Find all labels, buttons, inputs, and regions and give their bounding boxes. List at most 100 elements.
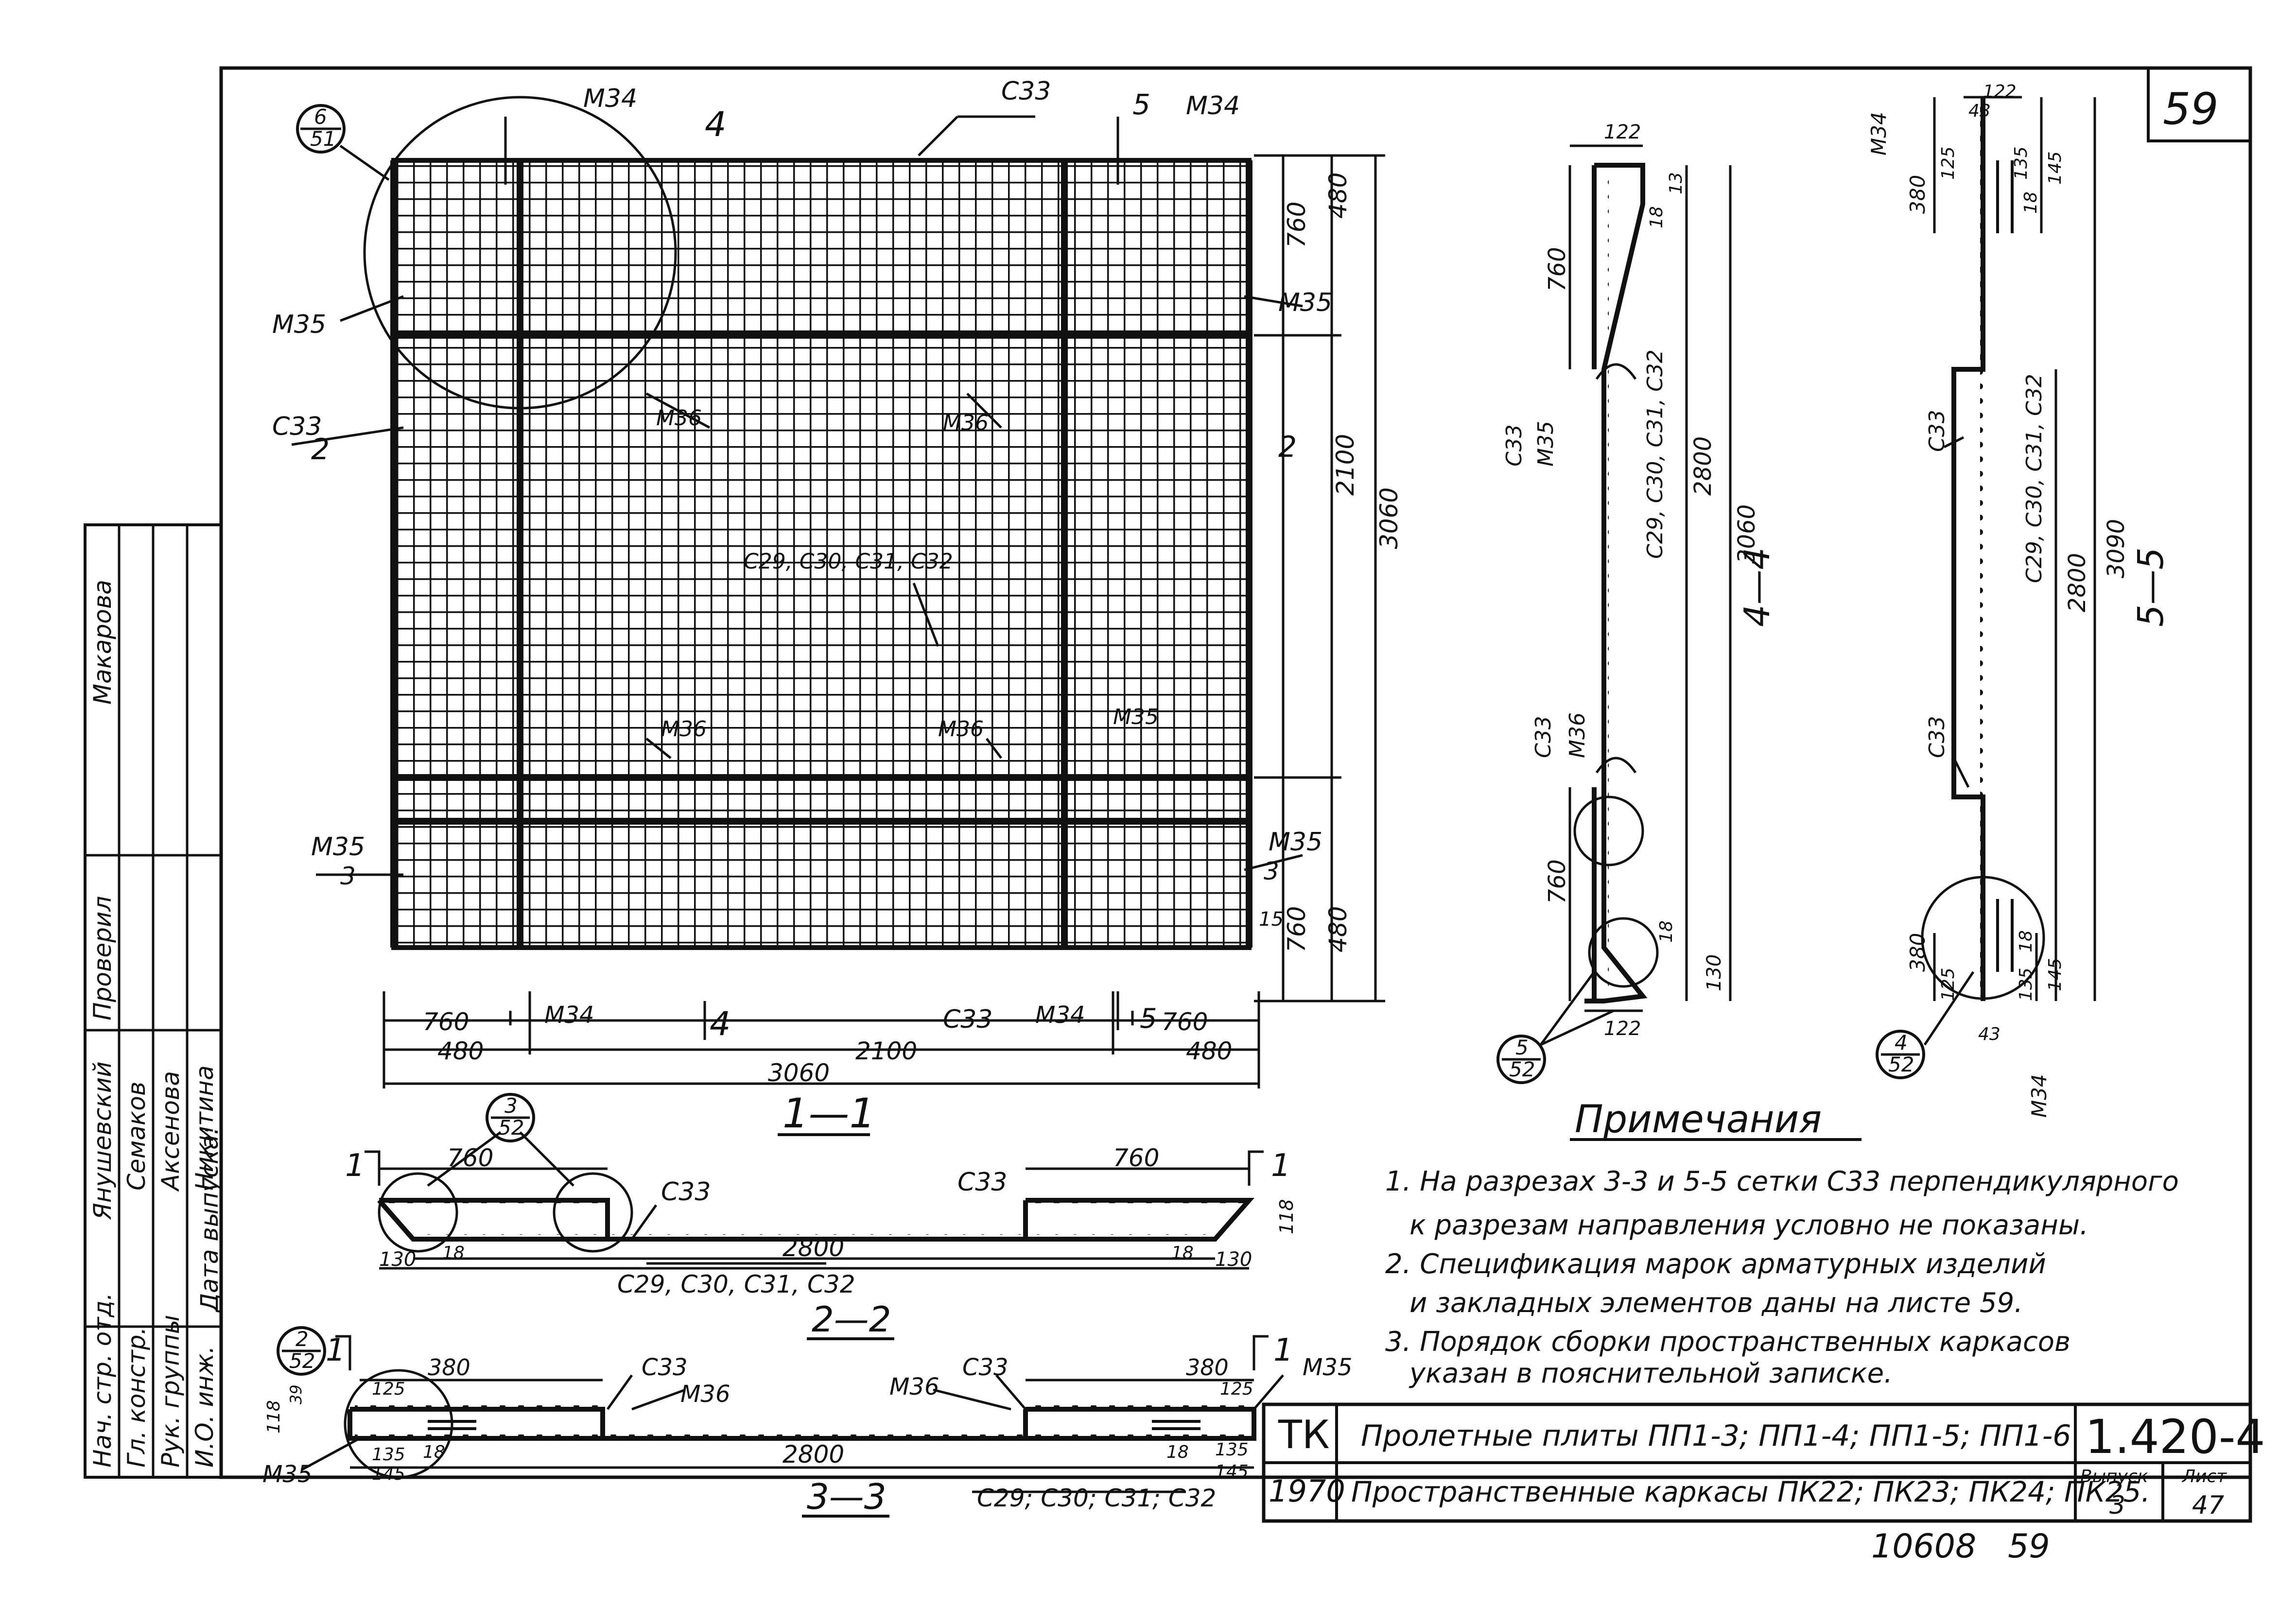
mesh-label: С29; С30; С31; С32 [977, 1484, 1216, 1512]
dimension: 15 [1259, 908, 1284, 931]
stamp-name: Никитина [191, 1065, 219, 1191]
dimension: 135 [2016, 968, 2036, 1001]
dimension: 135 [372, 1445, 405, 1465]
dimension: 760 [1283, 906, 1311, 952]
c33-label: С33 [1502, 424, 1527, 467]
dimension: 380 [428, 1354, 470, 1381]
dimension: 18 [1647, 206, 1667, 228]
section-title: 2—2 [812, 1299, 891, 1340]
dimension: 480 [1186, 1037, 1232, 1065]
section-mark-5: 5 [1132, 88, 1150, 121]
dimension: 125 [1220, 1379, 1253, 1399]
c33-label: С33 [1531, 716, 1556, 758]
title-block: ТК 1970 Пролетные плиты ПП1-3; ПП1-4; ПП… [1262, 1402, 2265, 1523]
dimension: 760 [1544, 247, 1571, 292]
callout-sheet: 52 [1509, 1057, 1535, 1081]
stamp-name: Янушевский [88, 1061, 117, 1220]
section-mark-3: 3 [1264, 857, 1279, 885]
mesh-label: С29, С30, С31, С32 [2022, 374, 2047, 583]
dimension: 125 [372, 1379, 405, 1399]
dimension: 18 [423, 1442, 445, 1462]
dimension: 122 [1983, 82, 2017, 102]
m36-label: М36 [889, 1373, 939, 1400]
sheet-title: Пролетные плиты ПП1-3; ПП1-4; ПП1-5; ПП1… [1361, 1419, 2071, 1453]
dimension: 122 [1604, 1018, 1641, 1040]
section-3-3: 2 52 1 1 125 380 С33 М36 М36 С33 380 125… [262, 1326, 1353, 1518]
note-line: 1. На разрезах 3-3 и 5-5 сетки С33 перпе… [1385, 1166, 2179, 1197]
stamp-role: Дата выпуска: [195, 1126, 224, 1313]
m34-label: М34 [1867, 112, 1891, 156]
dimension: 2800 [2064, 553, 2091, 612]
dimension: 13 [1666, 172, 1686, 194]
callout-number: 5 [1515, 1036, 1529, 1059]
c33-label: С33 [943, 1005, 992, 1034]
m35-label: М35 [1303, 1354, 1353, 1381]
m35-label: М35 [1533, 421, 1558, 467]
dimension: 760 [1113, 1144, 1159, 1172]
m36-label: М36 [938, 717, 984, 742]
section-mark-4: 4 [710, 1005, 731, 1043]
dimension: 43 [1978, 1024, 2000, 1044]
dimension: 18 [442, 1243, 465, 1263]
notes-heading: Примечания [1575, 1098, 1822, 1141]
mesh-label: С29, С30, С31, С32 [744, 549, 953, 574]
list-label: Лист [2181, 1467, 2227, 1486]
callout-sheet: 52 [289, 1349, 315, 1373]
view-title: 1—1 [783, 1089, 875, 1137]
dimension: 2100 [855, 1037, 917, 1065]
org-code: ТК [1278, 1412, 1330, 1457]
section-cut-mark: 1 [1271, 1148, 1291, 1184]
m36-label: М36 [1565, 712, 1590, 758]
dimension: 380 [1906, 933, 1930, 972]
section-title: 5—5 [2130, 547, 2171, 627]
section-mark-5: 5 [1140, 1003, 1157, 1035]
mesh-label: С29, С30, С31, С32 [1643, 349, 1668, 559]
callout-sheet: 52 [498, 1116, 524, 1140]
m36-label: М36 [943, 411, 989, 435]
dimension: 760 [423, 1008, 469, 1036]
m34-label: М34 [583, 84, 637, 113]
dimension: 3060 [768, 1059, 830, 1087]
series-code: 1.420-4 [2085, 1410, 2265, 1464]
dimension: 145 [1215, 1462, 1249, 1482]
dimension: 760 [447, 1144, 493, 1172]
dimension: 18 [1166, 1442, 1189, 1462]
c33-label: С33 [1925, 716, 1949, 758]
c33-label: С33 [272, 412, 322, 441]
dimension: 480 [1324, 173, 1352, 219]
dimension: 2800 [1689, 436, 1717, 496]
section-mark-3: 3 [340, 862, 356, 890]
callout-number: 4 [1895, 1031, 1908, 1054]
section-title: 3—3 [807, 1476, 887, 1517]
section-mark-4: 4 [705, 104, 727, 144]
plan-view: 6 51 М34 4 С33 5 М34 М35 М35 С33 2 2 [272, 77, 1403, 1137]
dimension: 760 [1162, 1008, 1208, 1036]
dimension: 145 [2045, 958, 2065, 991]
issue-number: 3 [2109, 1491, 2125, 1520]
dimension: 118 [264, 1400, 284, 1434]
issue-label: Выпуск [2080, 1467, 2148, 1486]
sheet-title: Пространственные каркасы ПК22; ПК23; ПК2… [1351, 1475, 2150, 1508]
notes-block: Примечания 1. На разрезах 3-3 и 5-5 сетк… [1385, 1098, 2179, 1389]
dimension: 125 [1938, 968, 1958, 1001]
dimension: 135 [2011, 146, 2031, 180]
dimension: 130 [1215, 1248, 1252, 1271]
stamp-role: Гл. констр. [122, 1327, 151, 1468]
dimension: 125 [1938, 146, 1958, 180]
note-line: к разрезам направления условно не показа… [1409, 1210, 2088, 1241]
dimension: 43 [1968, 101, 1991, 121]
c33-label: С33 [1001, 77, 1051, 106]
dimension: 380 [1186, 1354, 1229, 1381]
m35-label: М35 [1113, 705, 1159, 729]
dimension: 2800 [783, 1234, 844, 1262]
dimension: 135 [1215, 1440, 1249, 1460]
section-cut-mark: 1 [326, 1332, 346, 1368]
list-number: 47 [2192, 1491, 2224, 1520]
dimension: 3090 [2103, 519, 2130, 578]
c33-label: С33 [661, 1177, 711, 1207]
dimension: 760 [1544, 859, 1571, 904]
stamp-name: Семаков [122, 1082, 151, 1191]
callout-sheet: 51 [310, 127, 336, 151]
m35-label: М35 [262, 1461, 313, 1488]
dimension: 480 [1324, 906, 1352, 952]
